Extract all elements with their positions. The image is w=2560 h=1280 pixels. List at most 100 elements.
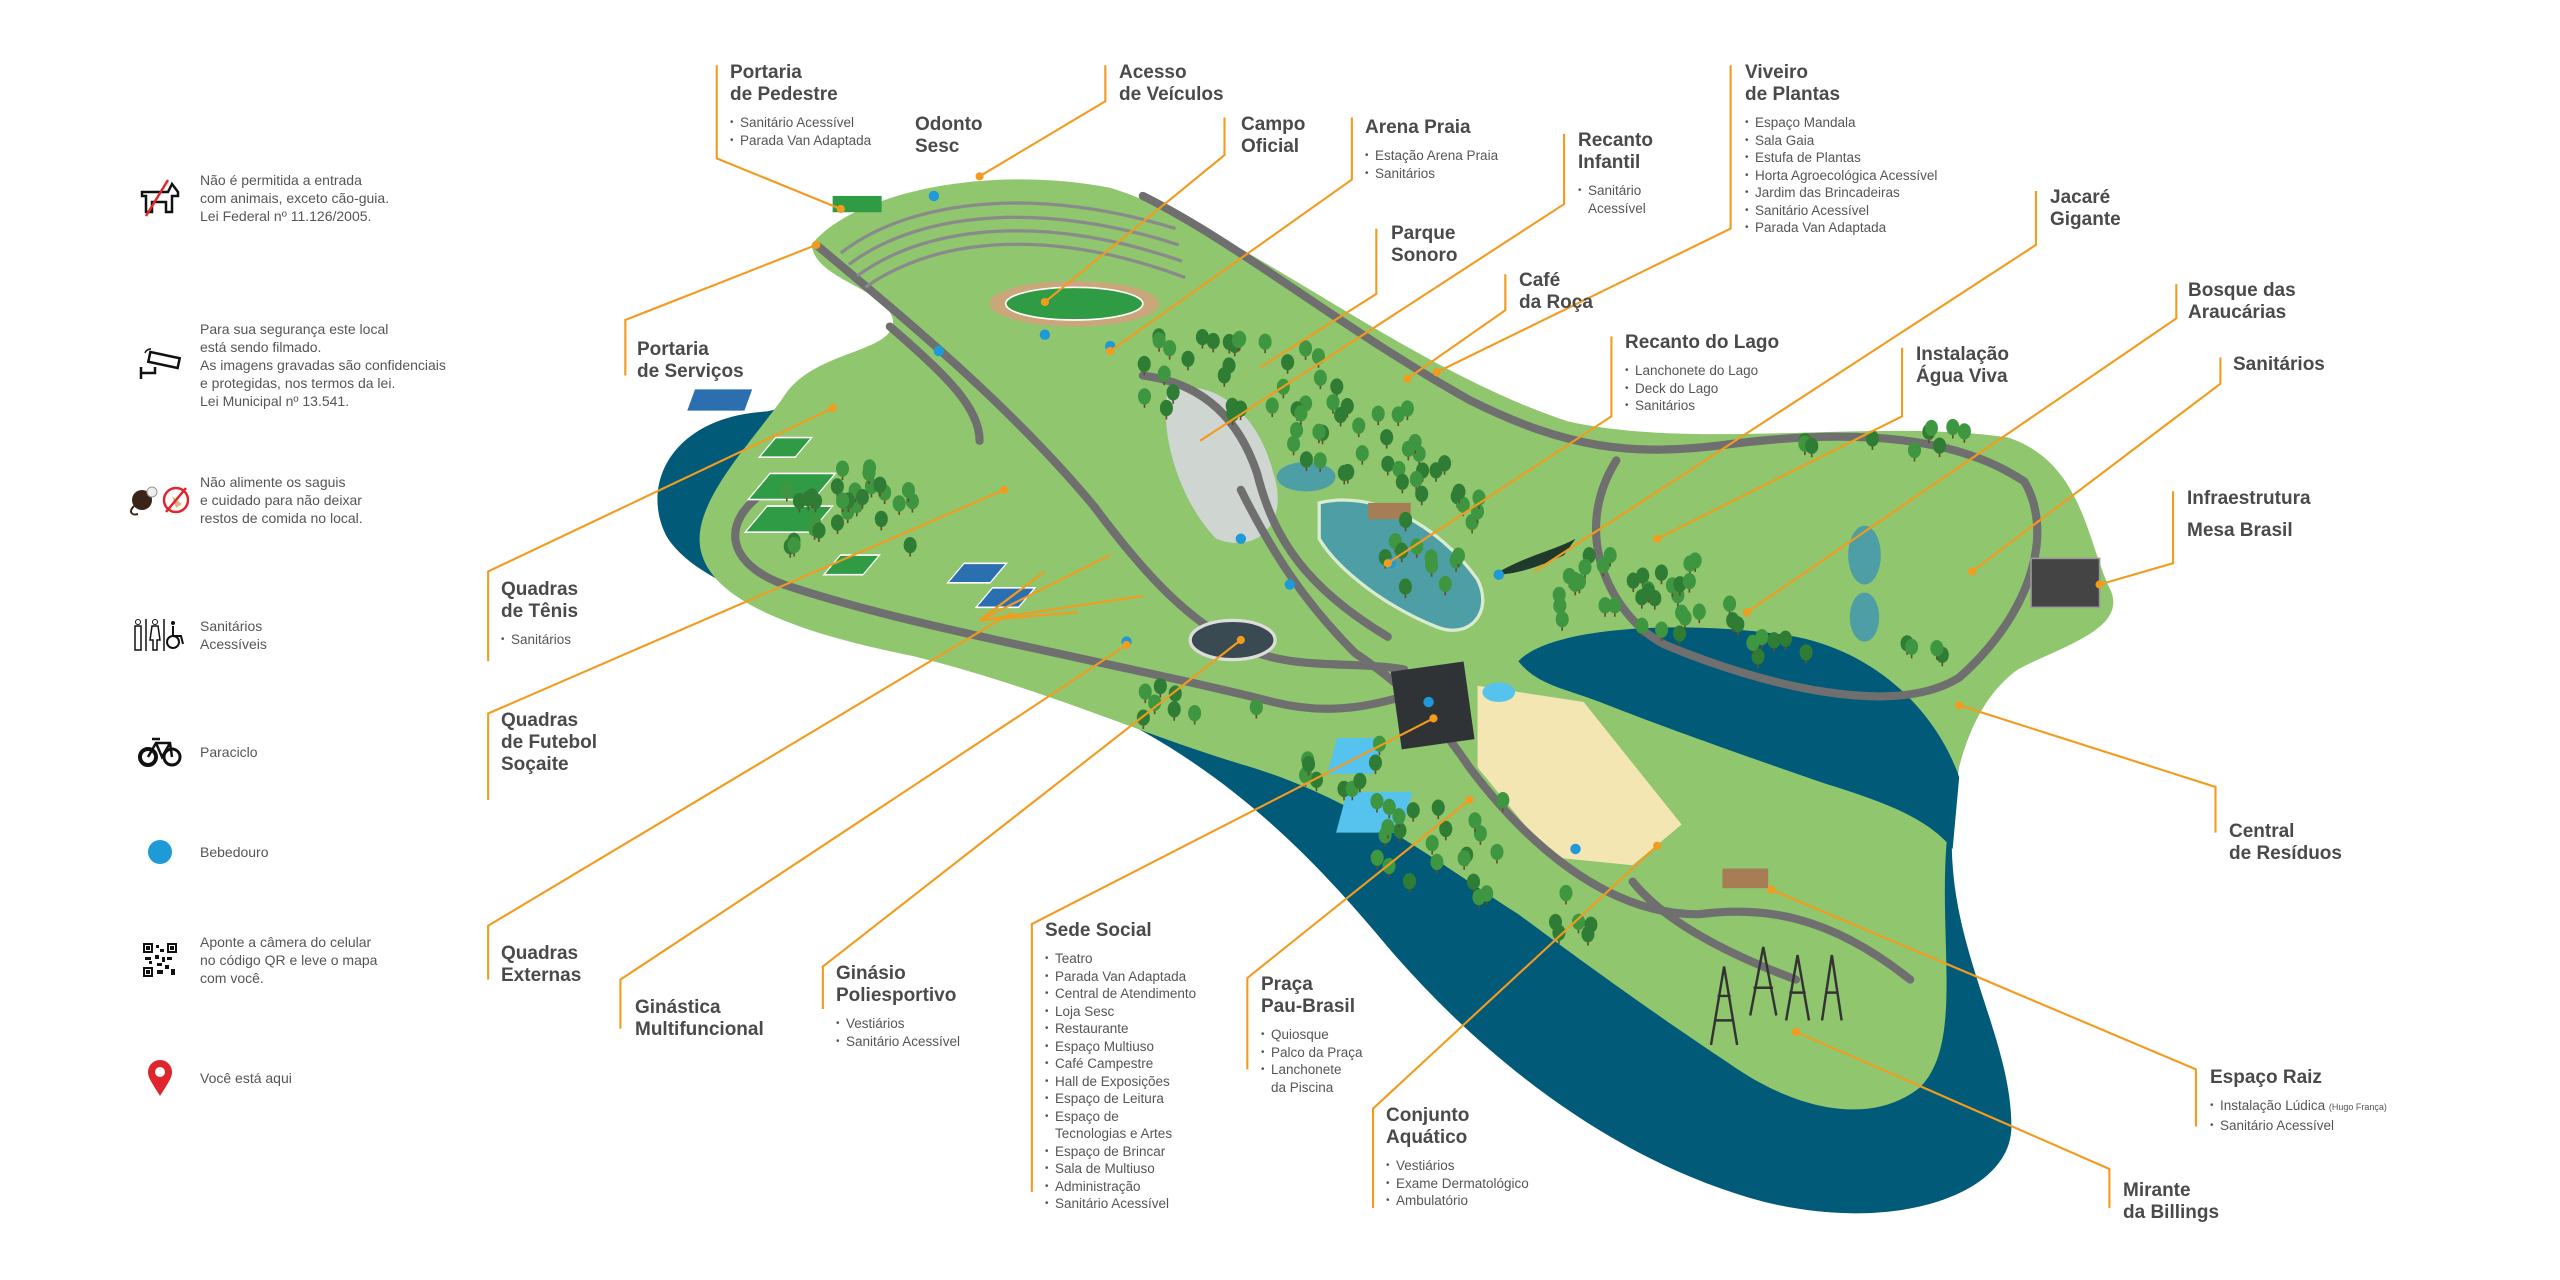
label-item: Central de Atendimento — [1045, 985, 1196, 1003]
no-feeding-monkeys-icon — [120, 470, 200, 530]
legend-item: Não é permitida a entrada com animais, e… — [120, 168, 389, 228]
leader-acesso-veiculos — [979, 65, 1107, 178]
label-item: Vestiários — [1386, 1157, 1529, 1175]
label-parque-sonoro: Parque Sonoro — [1391, 223, 1458, 267]
tree — [830, 514, 845, 531]
legend-item: Sanitários Acessíveis — [120, 605, 267, 665]
label-title: Recanto do Lago — [1625, 332, 1780, 353]
tree — [1392, 808, 1406, 825]
tree — [1933, 437, 1947, 454]
tree — [1399, 511, 1413, 529]
drinking-fountain-marker — [1423, 696, 1434, 708]
tree — [1287, 435, 1301, 452]
tree — [1152, 332, 1166, 349]
label-mesa-brasil: Mesa Brasil — [2187, 520, 2293, 542]
label-item-text: Sanitário Acessível — [740, 115, 855, 130]
tree — [1157, 365, 1171, 382]
tree — [835, 460, 850, 477]
tree — [1473, 825, 1487, 842]
legend-text: Você está aqui — [200, 1070, 292, 1086]
label-quadras-tenis: Quadras de TênisSanitários — [501, 579, 578, 649]
label-items: Sanitários — [501, 631, 578, 649]
tree — [1673, 625, 1687, 642]
label-item: Espaço Multiuso — [1045, 1038, 1196, 1056]
tree — [1294, 405, 1308, 422]
leader-endpoint-dot — [2095, 580, 2104, 589]
leader-endpoint-dot — [1742, 608, 1752, 617]
tree — [1496, 792, 1510, 809]
label-item: Quiosque — [1261, 1026, 1363, 1044]
leader-mirante — [1795, 1030, 2111, 1209]
tree — [1767, 632, 1781, 649]
tree — [1571, 913, 1586, 931]
leader-campo-oficial — [1044, 117, 1226, 303]
tree — [1438, 455, 1452, 472]
leader-futebol — [487, 488, 1005, 800]
tree — [812, 522, 826, 539]
leader-arena-praia — [1109, 117, 1353, 352]
leader-endpoint-dot — [1383, 559, 1392, 568]
label-item: Espaço Mandala — [1745, 114, 1937, 132]
label-ginastica-multifuncional: Ginástica Multifuncional — [635, 997, 764, 1041]
tree — [1799, 644, 1813, 661]
giant-alligator-sculpture — [1493, 538, 1576, 575]
tree — [1431, 799, 1445, 816]
label-item-text: Sanitário Acessível — [1055, 1196, 1170, 1211]
tree — [1402, 873, 1417, 890]
label-title: Mesa Brasil — [2187, 520, 2293, 541]
leader-endpoint-dot — [975, 172, 984, 181]
label-item-text: Restaurante — [1055, 1021, 1129, 1036]
legend-text: Para sua segurança este local está sendo… — [200, 321, 446, 409]
tree — [1195, 328, 1209, 346]
label-item: Administração — [1045, 1178, 1196, 1196]
tree — [1470, 503, 1485, 520]
label-items: Instalação Lúdica (Hugo França)Sanitário… — [2210, 1097, 2387, 1134]
tree — [1368, 754, 1382, 771]
label-quadras-futebol-soçaite: Quadras de Futebol Soçaite — [501, 710, 597, 776]
tree — [1382, 798, 1396, 816]
label-item: Exame Dermatológico — [1386, 1175, 1529, 1193]
tree — [1249, 698, 1263, 716]
label-title: Jacaré Gigante — [2050, 187, 2121, 230]
label-item-text: Espaço Multiuso — [1055, 1038, 1155, 1054]
label-item-text: Sanitários — [511, 632, 572, 647]
roads — [731, 191, 2042, 984]
label-item: Sanitário Acessível — [1578, 182, 1653, 217]
label-campo-oficial: Campo Oficial — [1241, 114, 1305, 158]
label-item: Espaço de Leitura — [1045, 1090, 1196, 1108]
label-acesso-veiculos: Acesso de Veículos — [1119, 62, 1224, 106]
label-items: VestiáriosExame DermatológicoAmbulatório — [1386, 1157, 1529, 1210]
label-item: Jardim das Brincadeiras — [1745, 184, 1937, 202]
label-title: Praça Pau-Brasil — [1261, 974, 1355, 1017]
leader-conjunto-aquatico — [1372, 844, 1658, 1209]
label-item: Palco da Praça — [1261, 1044, 1363, 1062]
leader-endpoint-dot — [1040, 297, 1049, 307]
tree — [1231, 331, 1246, 349]
label-sanitarios: Sanitários — [2233, 354, 2325, 376]
tree — [1490, 843, 1504, 861]
pond — [1848, 525, 1881, 585]
sede-social-building — [1390, 661, 1475, 750]
qr-code-icon — [120, 930, 200, 990]
label-item-text: Vestiários — [846, 1016, 905, 1031]
drinking-fountain-marker — [1284, 579, 1296, 590]
drinking-fountain-marker — [1493, 569, 1504, 580]
label-instalacao-agua-viva: Instalação Água Viva — [1916, 344, 2009, 388]
label-item-text: Palco da Praça — [1271, 1044, 1363, 1060]
security-camera-icon — [120, 335, 200, 395]
tree — [1406, 802, 1420, 819]
tree — [830, 478, 844, 495]
label-item-text: Loja Sesc — [1055, 1003, 1115, 1019]
label-item-text: Lanchonete do Lago — [1635, 363, 1759, 378]
tree — [1439, 820, 1453, 838]
tree — [1181, 350, 1195, 368]
tree — [1290, 421, 1304, 439]
label-viveiro-plantas: Viveiro de PlantasEspaço MandalaSala Gai… — [1745, 62, 1937, 237]
label-title: Portaria de Pedestre — [730, 62, 838, 105]
campo-oficial-pitch — [1004, 286, 1144, 321]
label-item-text: Parada Van Adaptada — [740, 132, 872, 148]
tree — [1395, 473, 1409, 491]
label-item: Estação Arena Praia — [1365, 147, 1498, 165]
leader-cafe-roca — [1406, 274, 1507, 380]
legend-text: Sanitários Acessíveis — [200, 618, 267, 652]
